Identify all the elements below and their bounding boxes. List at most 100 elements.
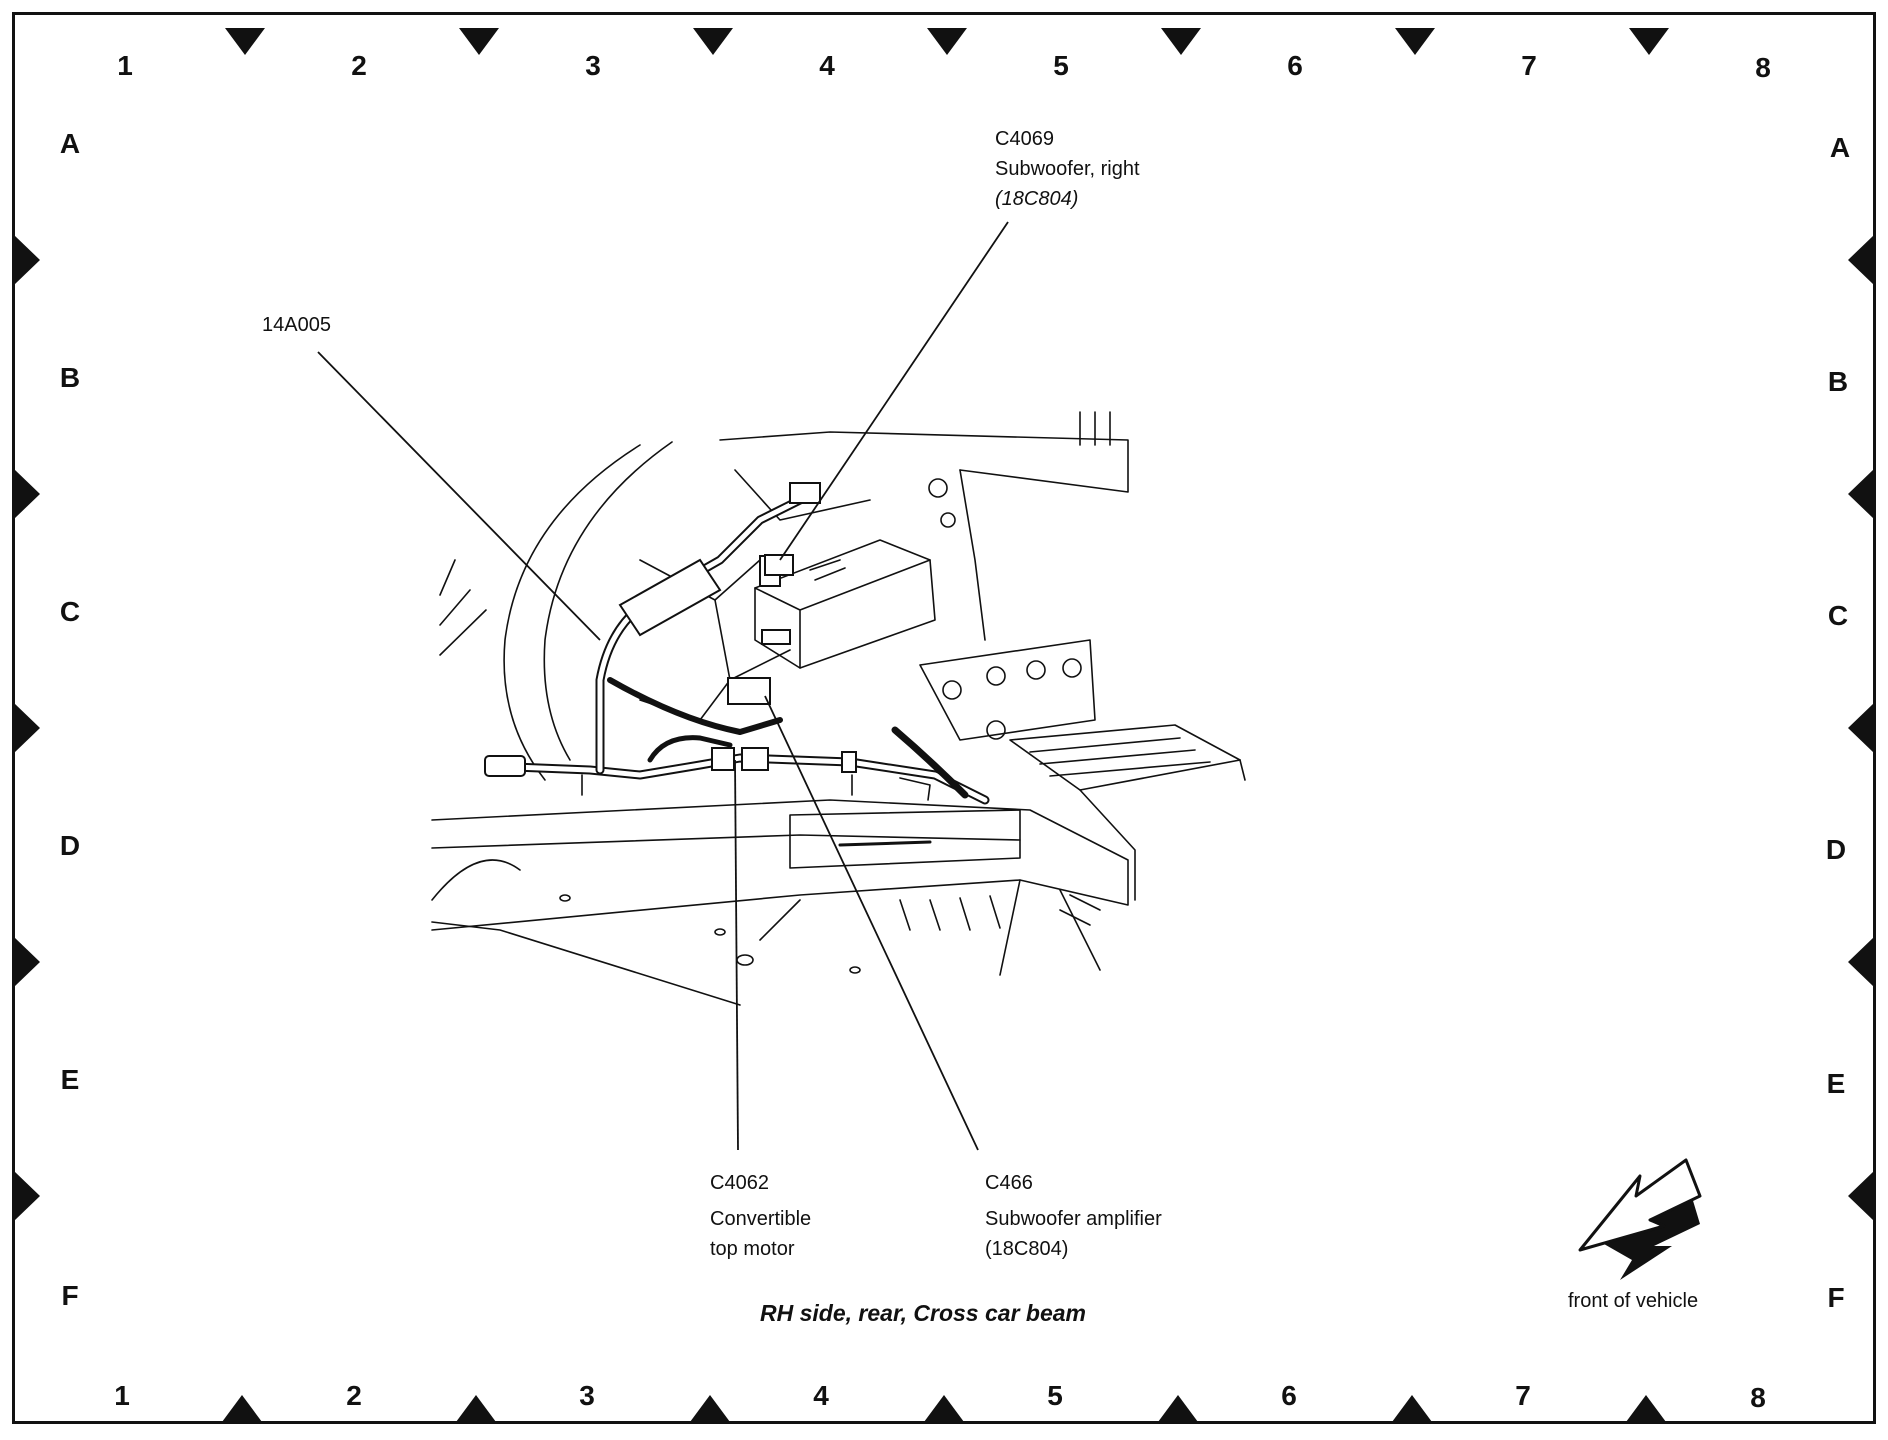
bottom-marker-6 <box>1392 1395 1432 1422</box>
callout-c4069-id: C4069 <box>995 128 1054 150</box>
callout-c4069-desc: Subwoofer, right <box>995 158 1140 180</box>
grid-col-bottom-2: 2 <box>346 1380 362 1411</box>
grid-col-top-7: 7 <box>1521 50 1537 81</box>
grid-row-left-f: F <box>61 1280 79 1311</box>
callout-c466: C466 Subwoofer amplifier (18C804) <box>985 1168 1162 1264</box>
top-marker-3 <box>693 28 733 55</box>
harness-end-connector <box>484 755 526 777</box>
left-marker-2 <box>14 469 40 519</box>
stud-bracket <box>899 777 931 801</box>
c4069-connector <box>764 554 794 576</box>
harness-main <box>485 753 990 805</box>
upper-clip <box>789 482 821 504</box>
lower-edges <box>759 879 1101 976</box>
callout-14a005-id: 14A005 <box>262 314 331 336</box>
floor-hole-1 <box>736 954 754 966</box>
floor-rib-edges <box>1079 759 1246 901</box>
grid-col-top-5: 5 <box>1053 50 1069 81</box>
vehicle-structure <box>431 411 1246 1006</box>
top-marker-5 <box>1161 28 1201 55</box>
floor-ribs <box>1029 737 1211 777</box>
callout-c4062-desc1: Convertible <box>710 1208 812 1230</box>
c466-connector <box>727 677 771 705</box>
upper-posts <box>1079 411 1111 446</box>
beam-slot <box>838 840 932 847</box>
floor-rib-panel <box>1009 724 1241 791</box>
inner-panel-edges <box>714 559 791 681</box>
upper-panel-side <box>959 469 986 641</box>
grid-col-bottom-4: 4 <box>813 1380 829 1411</box>
c4062-connector <box>711 747 735 771</box>
leader-c4062 <box>734 759 739 1151</box>
amplifier-box <box>754 539 936 669</box>
top-marker-4 <box>927 28 967 55</box>
callout-c4062-id: C4062 <box>710 1172 769 1194</box>
amplifier-vents <box>809 559 846 581</box>
front-arrow-outline <box>1578 1158 1702 1252</box>
grid-col-bottom-6: 6 <box>1281 1380 1297 1411</box>
grid-row-right-c: C <box>1827 600 1849 631</box>
right-marker-1 <box>1848 235 1874 285</box>
right-marker-2 <box>1848 469 1874 519</box>
bolt-3 <box>1026 660 1046 680</box>
grid-row-right-d: D <box>1825 834 1847 865</box>
bottom-marker-5 <box>1158 1395 1198 1422</box>
cross-car-beam <box>431 799 1129 931</box>
clip-2 <box>761 629 791 645</box>
bottom-marker-2 <box>456 1395 496 1422</box>
wheel-arc-inner <box>543 441 673 761</box>
harness-main-inner <box>487 755 988 803</box>
bolt-bracket <box>919 639 1096 741</box>
grid-row-left-b: B <box>59 362 81 393</box>
bottom-marker-3 <box>690 1395 730 1422</box>
floor-hole-4 <box>559 894 571 902</box>
top-marker-2 <box>459 28 499 55</box>
floor-hole-2 <box>714 928 726 936</box>
callout-c4069-part: (18C804) <box>995 188 1079 210</box>
harness-right-branch <box>891 726 969 799</box>
diagram-caption: RH side, rear, Cross car beam <box>760 1300 1086 1326</box>
bottom-markers <box>222 1395 1666 1422</box>
left-marker-4 <box>14 937 40 987</box>
right-marker-3 <box>1848 703 1874 753</box>
inline-connector-2 <box>841 751 857 773</box>
grid-col-top-2: 2 <box>351 50 367 81</box>
floor-hole-3 <box>849 966 861 974</box>
beam-marks <box>1059 894 1101 926</box>
leader-c466 <box>764 695 979 1151</box>
amplifier-edges <box>754 559 931 669</box>
bolt-5 <box>986 720 1006 740</box>
grid-col-bottom-3: 3 <box>579 1380 595 1411</box>
grid-row-left-a: A <box>59 128 81 159</box>
beam-edge <box>431 834 1021 849</box>
bottom-marker-1 <box>222 1395 262 1422</box>
top-marker-1 <box>225 28 265 55</box>
bolt-1 <box>942 680 962 700</box>
orientation-label: front of vehicle <box>1568 1290 1699 1312</box>
grid-col-top-8: 8 <box>1755 52 1771 83</box>
grid-col-top-6: 6 <box>1287 50 1303 81</box>
leader-lines <box>317 221 1009 1151</box>
callout-c466-part: (18C804) <box>985 1238 1069 1260</box>
grid-row-right-f: F <box>1827 1282 1845 1313</box>
grid-col-bottom-7: 7 <box>1515 1380 1531 1411</box>
leader-c4069 <box>779 221 1009 561</box>
bolt-2 <box>986 666 1006 686</box>
callout-c4062-desc2: top motor <box>710 1238 795 1260</box>
harness-branch <box>607 677 783 735</box>
inline-connector <box>741 747 769 771</box>
grid-row-right-b: B <box>1827 366 1849 397</box>
callout-c466-desc: Subwoofer amplifier <box>985 1208 1162 1230</box>
callout-c4069: C4069 Subwoofer, right (18C804) <box>995 124 1140 214</box>
left-markers <box>14 235 40 1221</box>
bottom-marker-4 <box>924 1395 964 1422</box>
grid-col-top-1: 1 <box>117 50 133 81</box>
grid-row-right-a: A <box>1829 132 1851 163</box>
grid-row-left-e: E <box>60 1064 80 1095</box>
callout-c4062: C4062 Convertible top motor <box>710 1168 811 1264</box>
bolt-7 <box>940 512 956 528</box>
diagram-frame <box>12 12 1876 1424</box>
connectors <box>484 482 857 777</box>
callout-c466-id: C466 <box>985 1172 1033 1194</box>
bolt-4 <box>1062 658 1082 678</box>
